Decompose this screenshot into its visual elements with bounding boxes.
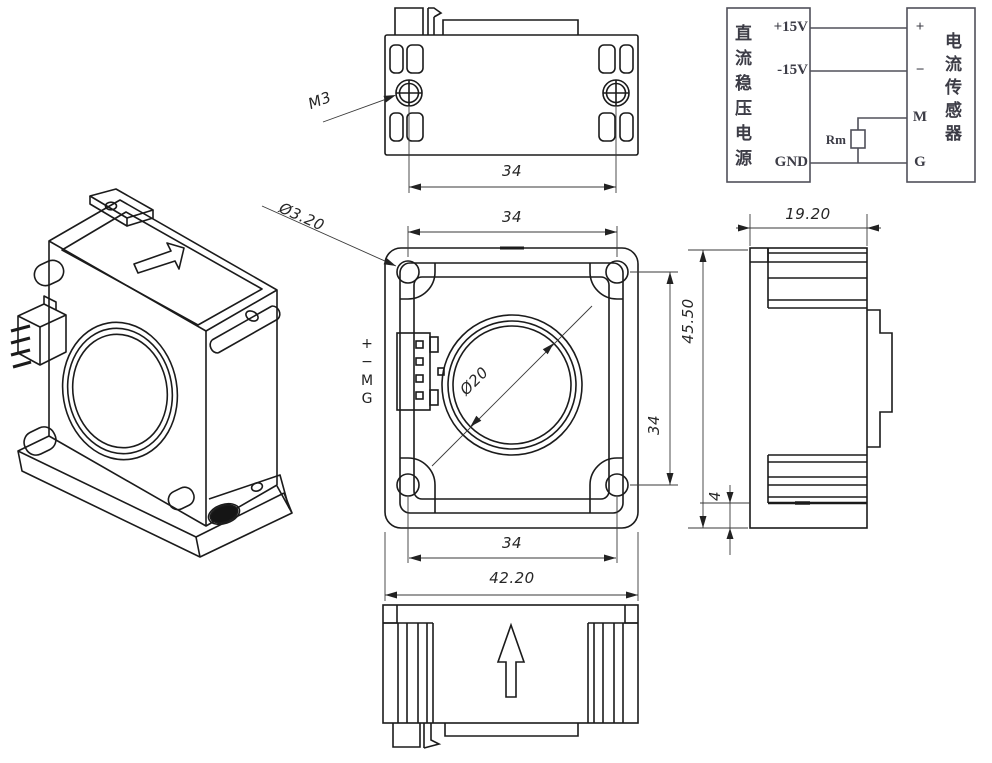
pin-m-label: M <box>360 373 374 389</box>
aperture-hole <box>61 321 179 461</box>
sensor-box <box>906 7 976 183</box>
sensor-g-label: G <box>914 154 926 170</box>
dimension-arrowheads <box>383 95 879 599</box>
corner-slots <box>389 44 634 142</box>
aperture-circles <box>441 314 583 456</box>
front-bottom-spacing-label: 34 <box>501 534 523 552</box>
m3-screws <box>395 79 630 107</box>
foot-height-label: 4 <box>706 490 724 502</box>
sensor-minus-label: − <box>915 62 925 78</box>
power-supply-name: 直流稳压电源 <box>732 24 751 174</box>
front-connector <box>396 332 445 411</box>
sensor-plus-label: + <box>915 19 925 35</box>
sensor-m-label: M <box>912 109 928 125</box>
bottom-view <box>382 604 639 749</box>
ear-hole <box>104 201 118 211</box>
terminal-gnd-label: GND <box>774 154 808 170</box>
isometric-view <box>10 188 293 558</box>
front-view <box>384 246 639 529</box>
resistor-label: Rm <box>825 132 846 147</box>
dimension-lines <box>261 96 881 601</box>
top-view <box>384 7 639 156</box>
left-flange-slot <box>33 259 65 287</box>
overall-height-label: 45.50 <box>679 298 697 344</box>
wiring-diagram <box>726 7 976 183</box>
terminal-n15-label: -15V <box>777 62 808 78</box>
front-right-spacing-label: 34 <box>645 414 663 436</box>
front-top-spacing-label: 34 <box>501 208 523 226</box>
channel-hole <box>245 310 259 322</box>
power-supply-box <box>726 7 811 183</box>
pin-g-label: G <box>361 391 373 407</box>
side-view <box>749 247 893 529</box>
mount-holes <box>396 260 629 497</box>
sensor-name: 电流传感器 <box>942 32 961 147</box>
overall-width-label: 42.20 <box>489 569 535 587</box>
top-face-arrow <box>133 242 185 274</box>
depth-label: 19.20 <box>785 205 831 223</box>
resistor-symbol <box>850 129 866 149</box>
iso-connector <box>10 295 67 369</box>
terminal-p15-label: +15V <box>773 19 808 35</box>
clip-slot <box>167 486 195 511</box>
bottom-face-arrow <box>496 622 526 698</box>
pin-minus-label: − <box>361 354 373 370</box>
pin-plus-label: + <box>361 336 373 352</box>
top-view-spacing-label: 34 <box>501 162 523 180</box>
screw-head <box>209 504 239 524</box>
flange-slot <box>23 426 57 456</box>
